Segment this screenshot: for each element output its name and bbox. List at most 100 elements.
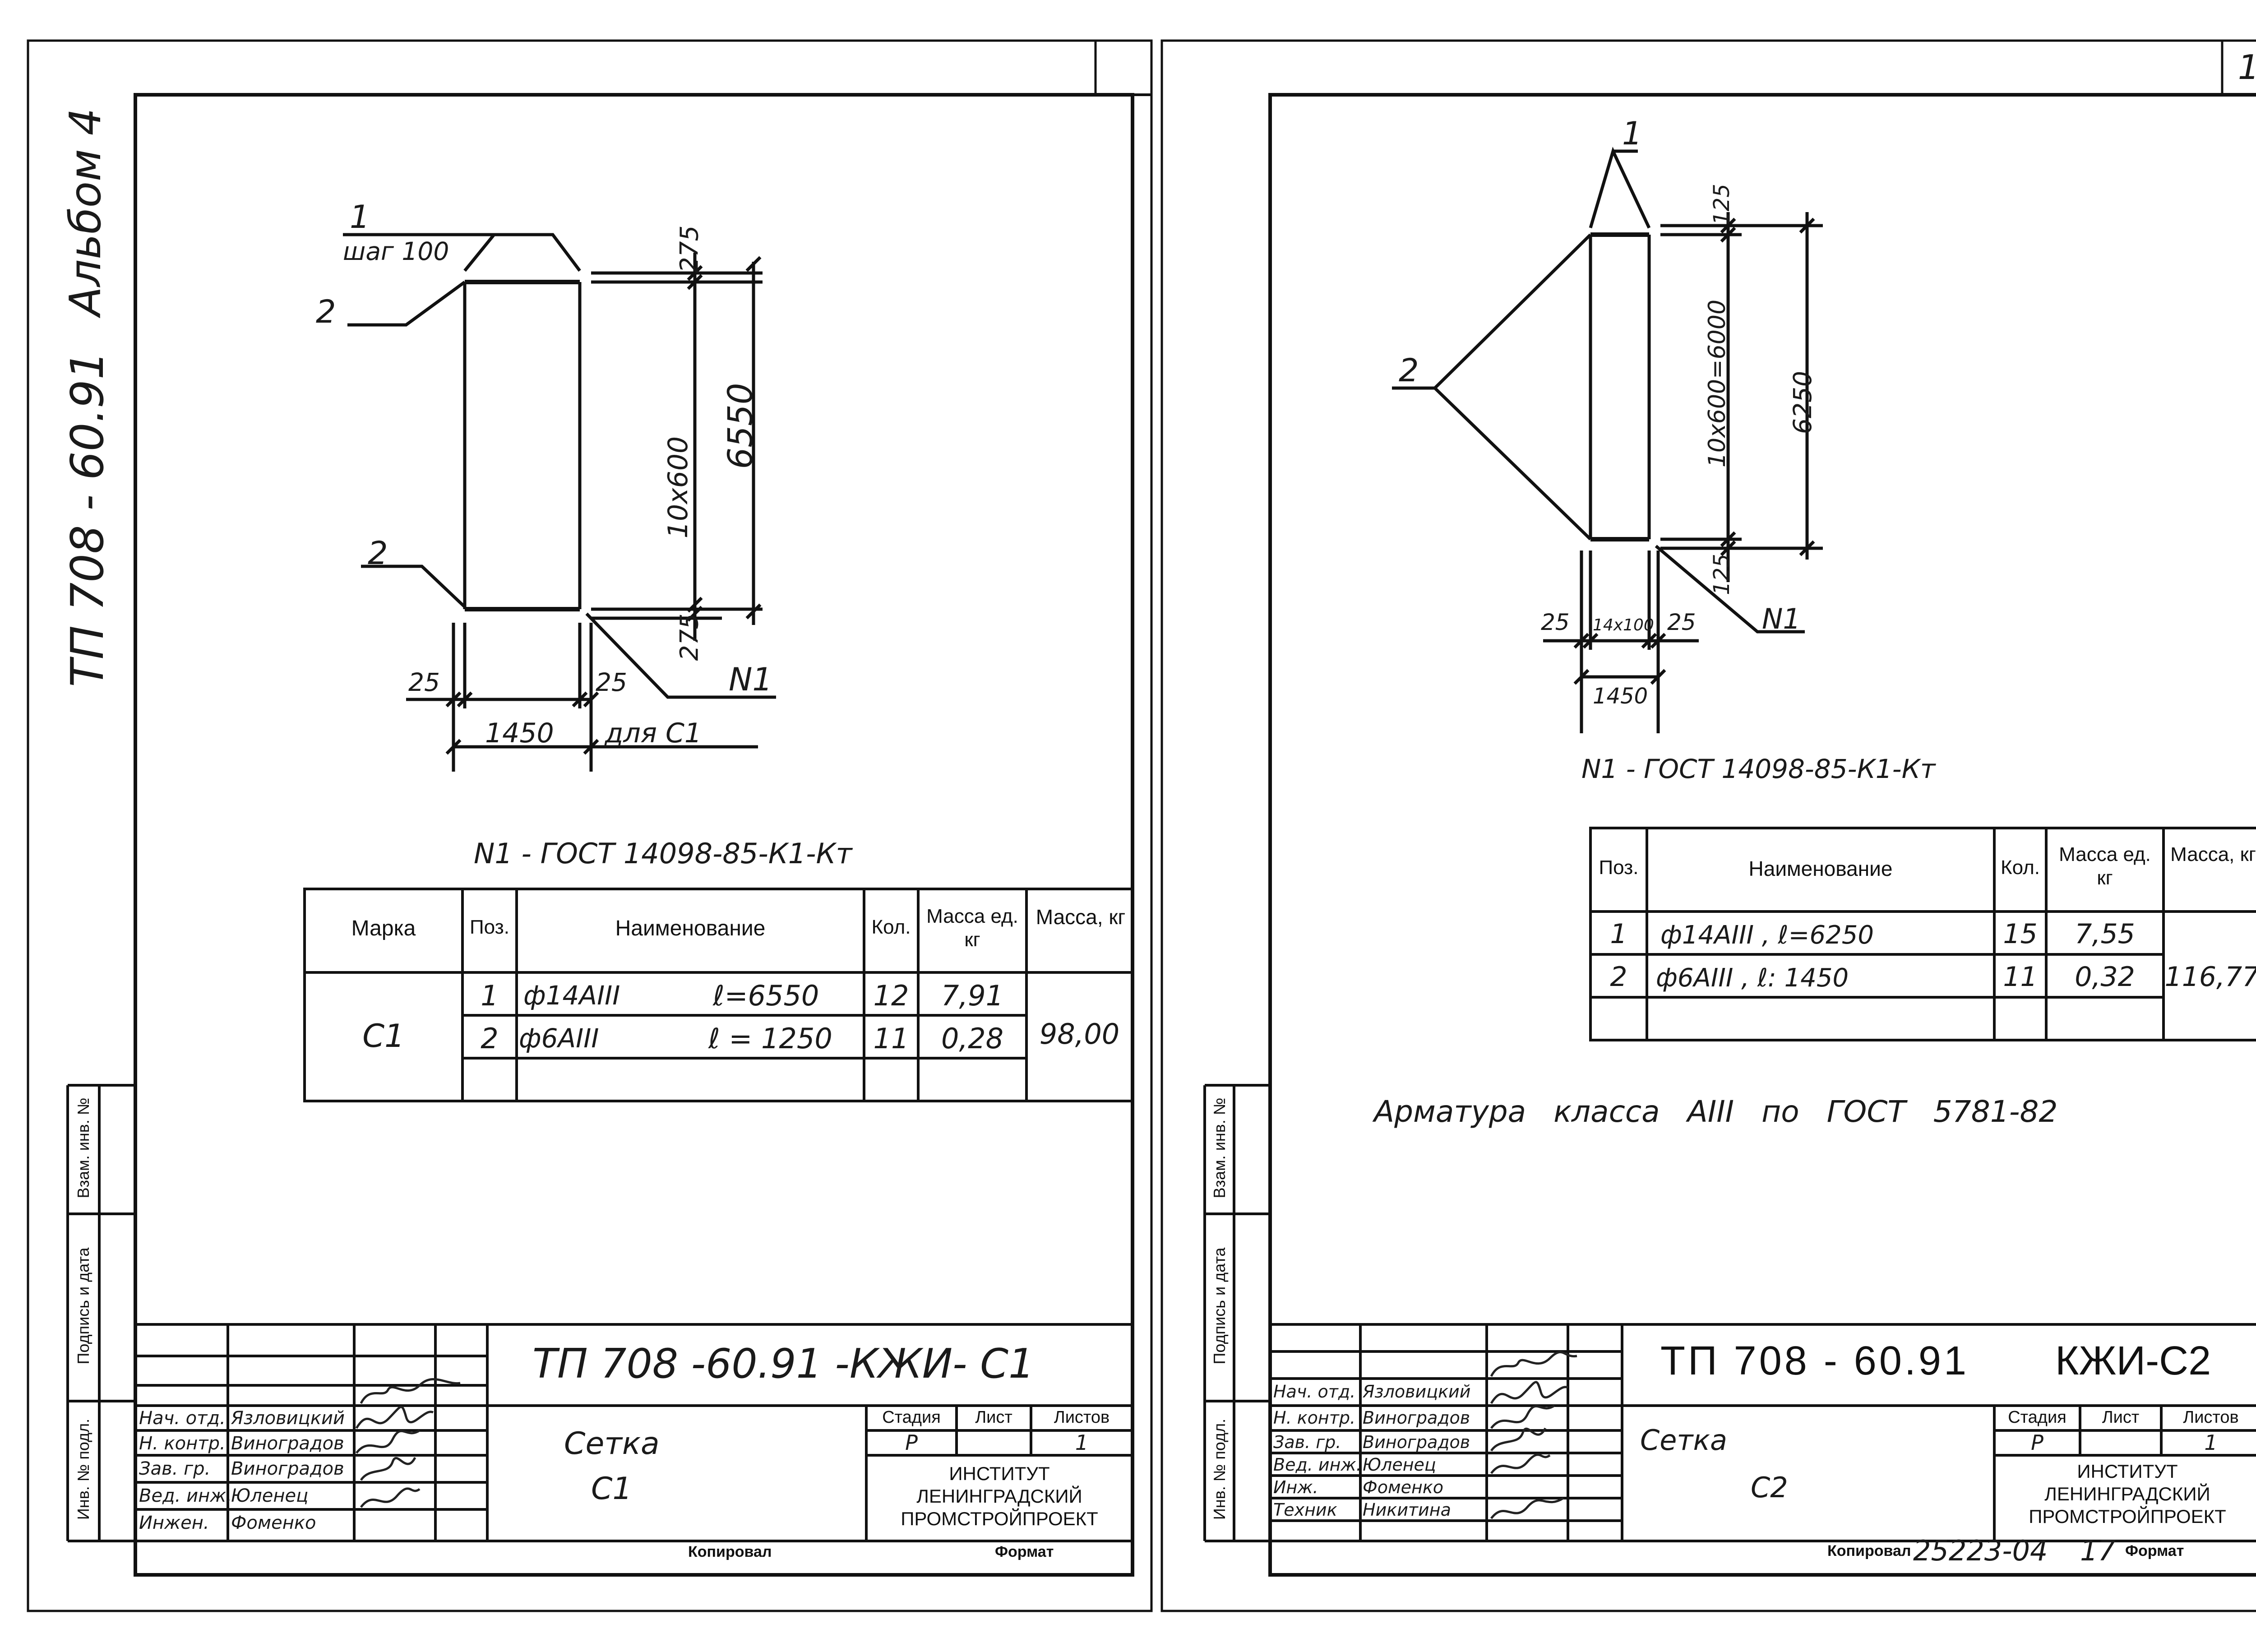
cell-length-2: ℓ = 1250 xyxy=(708,1022,832,1055)
cell-name-1: ф14АIII xyxy=(523,980,620,1011)
th-pos: Поз. xyxy=(470,916,509,938)
institute-line-1: ИНСТИТУТ xyxy=(949,1463,1050,1484)
item-name: Сетка xyxy=(564,1426,660,1462)
dim-25-right: 25 xyxy=(596,668,627,697)
r-role-6: Техник xyxy=(1273,1500,1337,1520)
th-name: Наименование xyxy=(615,916,766,940)
r-item-mark: С2 xyxy=(1751,1471,1788,1504)
r-institute-line-2: ЛЕНИНГРАДСКИЙ xyxy=(2044,1483,2210,1504)
r-dim-1450: 1450 xyxy=(1593,684,1648,709)
r-institute-line-3: ПРОМСТРОЙПРОЕКТ xyxy=(2029,1506,2226,1527)
dim-1450: 1450 xyxy=(485,717,554,749)
r-name-2: Виноградов xyxy=(1363,1408,1470,1428)
r-footer-format: Формат xyxy=(2125,1542,2184,1559)
side-label-sign: Подпись и дата xyxy=(74,1247,92,1365)
r-gost-note: N1 - ГОСТ 14098-85-К1-Кт xyxy=(1581,754,1936,784)
side-label-replace: Взам. инв. № xyxy=(74,1097,92,1199)
r-th-pos: Поз. xyxy=(1599,856,1639,879)
cell-name-2: ф6АIII xyxy=(519,1023,599,1054)
cell-mass-unit-2: 0,28 xyxy=(941,1022,1004,1055)
r-role-4: Вед. инж. xyxy=(1273,1455,1362,1475)
cell-pos-2: 2 xyxy=(481,1022,499,1055)
footer-copied: Копировал xyxy=(688,1543,772,1560)
cell-pos-1: 1 xyxy=(481,979,499,1012)
role-5: Инжен. xyxy=(139,1513,209,1533)
dim-275-top: 275 xyxy=(675,225,704,273)
r-title-mark-code: КЖИ-С2 xyxy=(2055,1338,2211,1384)
cell-mark: С1 xyxy=(362,1018,405,1055)
th-qty: Кол. xyxy=(871,916,911,938)
name-2: Виноградов xyxy=(231,1433,344,1454)
r-footer-copied: Копировал xyxy=(1827,1542,1911,1559)
name-3: Виноградов xyxy=(231,1458,344,1479)
dim-275-bottom: 275 xyxy=(675,613,704,661)
cell-qty-1: 12 xyxy=(873,979,909,1012)
dim-25-left: 25 xyxy=(408,668,440,697)
r-dim-25-right: 25 xyxy=(1667,609,1696,635)
armature-note: Арматура класса АIII по ГОСТ 5781-82 xyxy=(1374,1094,2058,1129)
institute-line-3: ПРОМСТРОЙПРОЕКТ xyxy=(901,1508,1098,1529)
callout-2-bottom: 2 xyxy=(368,535,388,572)
cell-mass-total: 98,00 xyxy=(1039,1018,1120,1050)
r-cell-qty-2: 11 xyxy=(2003,961,2038,993)
r-dim-25-left: 25 xyxy=(1541,609,1570,635)
signature-scribbles xyxy=(355,1351,1577,1519)
th-mark: Марка xyxy=(351,916,416,940)
item-mark: С1 xyxy=(591,1471,632,1507)
r-dim-10x600: 10x600=6000 xyxy=(1704,299,1731,468)
r-dim-125-top: 125 xyxy=(1709,184,1734,225)
album-label: Альбом 4 xyxy=(61,108,111,316)
r-cell-mass-total: 116,77 xyxy=(2164,961,2256,993)
page-number: 16 xyxy=(2222,47,2256,87)
r-callout-2: 2 xyxy=(1399,352,1419,389)
dim-10x600: 10x600 xyxy=(662,436,694,539)
r-role-2: Н. контр. xyxy=(1273,1408,1356,1428)
title-code: ТП 708 -60.91 -КЖИ- С1 xyxy=(532,1340,1035,1388)
r-dim-6250: 6250 xyxy=(1788,371,1817,434)
r-th-mass: Масса, кг xyxy=(2170,843,2256,865)
step-label: шаг 100 xyxy=(343,237,449,266)
r-stage-header: Стадия xyxy=(2008,1408,2066,1427)
name-5: Фоменко xyxy=(231,1513,316,1533)
r-role-1: Нач. отд. xyxy=(1273,1382,1356,1402)
r-institute-line-1: ИНСТИТУТ xyxy=(2077,1461,2178,1482)
r-title-code: ТП 708 - 60.91 xyxy=(1660,1338,1969,1384)
r-cell-pos-2: 2 xyxy=(1610,961,1627,993)
dim-6550: 6550 xyxy=(720,383,760,469)
r-sheets-header: Листов xyxy=(2183,1408,2239,1427)
r-side-label-inv: Инв. № подл. xyxy=(1210,1418,1229,1520)
name-1: Язловицкий xyxy=(231,1408,345,1429)
r-footer-number: 25223-04 xyxy=(1913,1534,2048,1567)
r-role-5: Инж. xyxy=(1273,1477,1318,1497)
callout-1: 1 xyxy=(350,199,370,236)
cell-qty-2: 11 xyxy=(873,1022,909,1055)
r-dim-125-bottom: 125 xyxy=(1709,554,1734,595)
th-mass-unit: Масса ед. кг xyxy=(926,905,1018,951)
role-2: Н. контр. xyxy=(139,1433,226,1454)
r-stage-value: Р xyxy=(2031,1430,2043,1455)
r-cell-qty-1: 15 xyxy=(2003,918,2038,950)
r-cell-mass-unit-2: 0,32 xyxy=(2075,961,2135,993)
r-cell-name-2: ф6АIII , ℓ: 1450 xyxy=(1656,963,1849,993)
role-1: Нач. отд. xyxy=(139,1408,226,1429)
name-4: Юленец xyxy=(231,1485,309,1506)
th-mass: Масса, кг xyxy=(1036,905,1126,929)
r-dim-14x100: 14x100 xyxy=(1593,616,1654,634)
role-4: Вед. инж. xyxy=(139,1485,232,1506)
r-item-name: Сетка xyxy=(1640,1424,1727,1457)
sheets-header: Листов xyxy=(1054,1408,1110,1427)
r-side-label-replace: Взам. инв. № xyxy=(1210,1097,1229,1199)
role-3: Зав. гр. xyxy=(139,1458,211,1479)
r-name-5: Фоменко xyxy=(1363,1477,1444,1497)
cell-length-1: ℓ=6550 xyxy=(713,979,819,1012)
vertical-code: ТП 708 - 60.91 xyxy=(61,351,114,687)
callout-2-top: 2 xyxy=(316,293,336,330)
r-cell-name-1: ф14АIII , ℓ=6250 xyxy=(1660,921,1874,950)
stage-value: Р xyxy=(905,1430,918,1455)
r-n1-label: N1 xyxy=(1762,602,1801,635)
r-th-name: Наименование xyxy=(1748,857,1893,880)
sheet-header: Лист xyxy=(975,1408,1012,1427)
side-label-inv: Инв. № подл. xyxy=(74,1418,92,1520)
r-name-3: Виноградов xyxy=(1363,1432,1470,1452)
